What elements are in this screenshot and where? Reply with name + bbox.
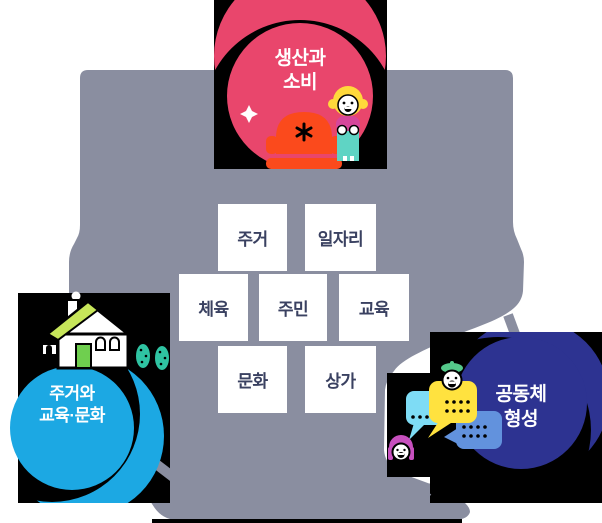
keyword-card-shops: 상가 <box>305 346 376 413</box>
node-label-line: 형성 <box>504 409 538 430</box>
keyword-card-sports: 체육 <box>179 274 248 341</box>
keyword-label: 주거 <box>237 230 268 249</box>
node-label-line: 소비 <box>283 72 317 93</box>
keyword-card-education: 교육 <box>339 274 409 341</box>
chimney-smoke <box>71 291 81 301</box>
node-label-production-consumption: 생산과 소비 <box>230 47 370 95</box>
shopping-bag <box>337 131 359 161</box>
shopper-and-armchair-illustration <box>240 86 368 169</box>
pink-hair-person <box>388 435 414 462</box>
chat-bubbles-people-illustration <box>388 361 502 462</box>
house-with-trees-illustration <box>41 291 169 370</box>
node-label-line: 교육·문화 <box>39 406 105 425</box>
keyword-label: 일자리 <box>317 230 364 249</box>
shopper-hand-left <box>336 124 348 136</box>
beret-person <box>441 361 463 391</box>
node-label-line: 주거와 <box>49 384 95 403</box>
house-roof-trim <box>46 300 100 342</box>
node-label-housing-education-culture: 주거와 교육·문화 <box>2 383 142 427</box>
house-window-right <box>109 336 120 351</box>
node-label-line: 생산과 <box>274 48 326 69</box>
keyword-card-jobs: 일자리 <box>305 204 376 271</box>
sparkle-icon <box>240 105 258 123</box>
armchair-arm-left <box>266 136 278 154</box>
asterisk-icon <box>295 122 313 142</box>
keyword-card-culture: 문화 <box>218 346 287 413</box>
bottom-illustration-strip <box>152 519 462 523</box>
shopper-hand-right <box>348 124 360 136</box>
node-circle-production-consumption <box>227 23 373 169</box>
keyword-card-residents: 주민 <box>259 274 327 341</box>
keyword-label: 문화 <box>237 372 268 391</box>
node-label-line: 공동체 <box>495 384 547 405</box>
node-label-community-building: 공동체 형성 <box>451 382 591 432</box>
keyword-card-housing: 주거 <box>218 204 287 271</box>
keyword-label: 주민 <box>277 300 309 319</box>
shopper-person <box>328 86 368 161</box>
keyword-label: 상가 <box>325 372 356 391</box>
house-window-left <box>95 336 106 351</box>
house-door <box>75 343 92 369</box>
keyword-label: 교육 <box>358 300 390 319</box>
tree-icon <box>136 344 169 370</box>
node-circle-housing-education-culture <box>10 366 134 490</box>
keyword-label: 체육 <box>198 300 229 319</box>
armchair-base <box>266 158 342 169</box>
chat-bubble-yellow <box>428 381 477 438</box>
